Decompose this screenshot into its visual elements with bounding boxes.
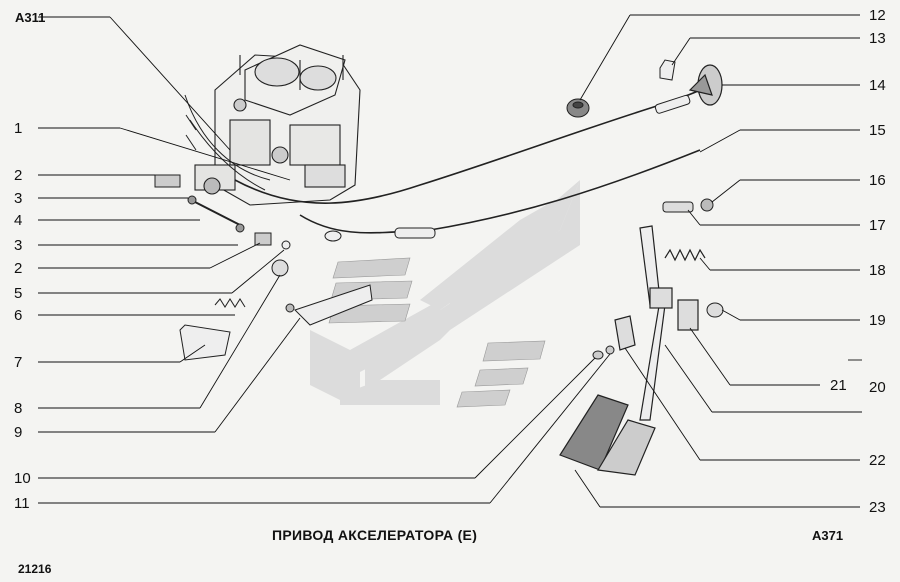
callout-5: 5	[14, 285, 23, 302]
callout-11: 11	[14, 495, 30, 512]
watermark-logo	[310, 180, 580, 405]
part-16-17-fasteners	[662, 198, 714, 213]
catalog-code: 21216	[18, 562, 52, 576]
part-19-bushing	[706, 302, 724, 318]
callout-3b: 3	[14, 237, 23, 254]
pedal-lever	[614, 225, 699, 421]
callout-17: 17	[869, 217, 886, 234]
callout-9: 9	[14, 424, 23, 441]
callout-13: 13	[869, 30, 886, 47]
callout-22: 22	[869, 452, 886, 469]
leader-lines	[38, 14, 862, 508]
cable-fittings	[324, 94, 691, 242]
callout-15: 15	[869, 122, 886, 139]
callout-10: 10	[14, 470, 31, 487]
callout-8: 8	[14, 400, 23, 417]
pedal-pads	[559, 394, 656, 476]
part-12-grommet	[566, 98, 590, 118]
callout-7: 7	[14, 354, 23, 371]
callout-4: 4	[14, 212, 23, 229]
footer-reference: A371	[812, 528, 844, 543]
callout-3: 3	[14, 190, 23, 207]
part-10-11-washers	[592, 345, 615, 360]
part-13-clip	[659, 59, 676, 81]
carburetor-assembly	[194, 44, 361, 206]
callout-19: 19	[869, 312, 886, 329]
header-reference: A311	[15, 10, 46, 25]
callout-14: 14	[869, 77, 886, 94]
part-14-boot	[688, 64, 723, 106]
callout-20: 20	[869, 379, 886, 396]
callout-23: 23	[869, 499, 886, 516]
callout-18: 18	[869, 262, 886, 279]
callout-16: 16	[869, 172, 886, 189]
callout-6: 6	[14, 307, 23, 324]
callout-2: 2	[14, 167, 23, 184]
callout-2b: 2	[14, 260, 23, 277]
left-small-parts	[154, 174, 373, 361]
diagram-title: ПРИВОД АКСЕЛЕРАТОРА (Е)	[272, 527, 478, 543]
callout-21: 21	[830, 377, 847, 394]
callout-1: 1	[14, 120, 23, 137]
part-18-spring	[664, 248, 706, 262]
carburetor-linkage	[184, 94, 271, 191]
callout-12: 12	[869, 7, 886, 24]
